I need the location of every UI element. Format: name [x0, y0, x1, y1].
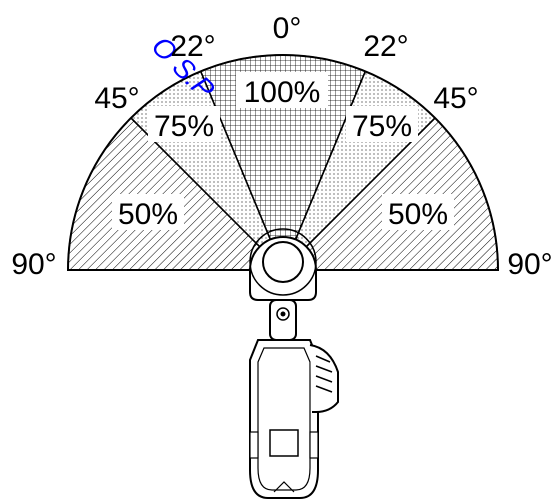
zone-label-50-left: 50%	[112, 194, 184, 231]
svg-text:100%: 100%	[244, 76, 321, 109]
angle-label-90-left: 90°	[11, 248, 56, 281]
zone-label-50-right: 50%	[382, 194, 454, 231]
zone-label-75-right: 75%	[346, 106, 418, 143]
svg-text:50%: 50%	[118, 198, 178, 231]
anchor-eye	[249, 228, 317, 301]
zone-label-75-left: 75%	[148, 106, 220, 143]
angle-label-0: 0°	[273, 12, 302, 45]
fan-sectors	[67, 54, 499, 272]
angle-label-22-right: 22°	[363, 30, 408, 63]
fan-outline	[66, 54, 500, 271]
svg-text:75%: 75%	[352, 110, 412, 143]
angle-label-45-right: 45°	[433, 82, 478, 115]
swivel-link	[269, 299, 297, 341]
zone-label-100: 100%	[236, 72, 328, 109]
svg-text:75%: 75%	[154, 110, 214, 143]
angle-label-45-left: 45°	[94, 82, 139, 115]
angle-label-90-right: 90°	[507, 248, 552, 281]
svg-text:50%: 50%	[388, 198, 448, 231]
angle-label-22-left: 22°	[170, 30, 215, 63]
device-body	[249, 339, 339, 499]
